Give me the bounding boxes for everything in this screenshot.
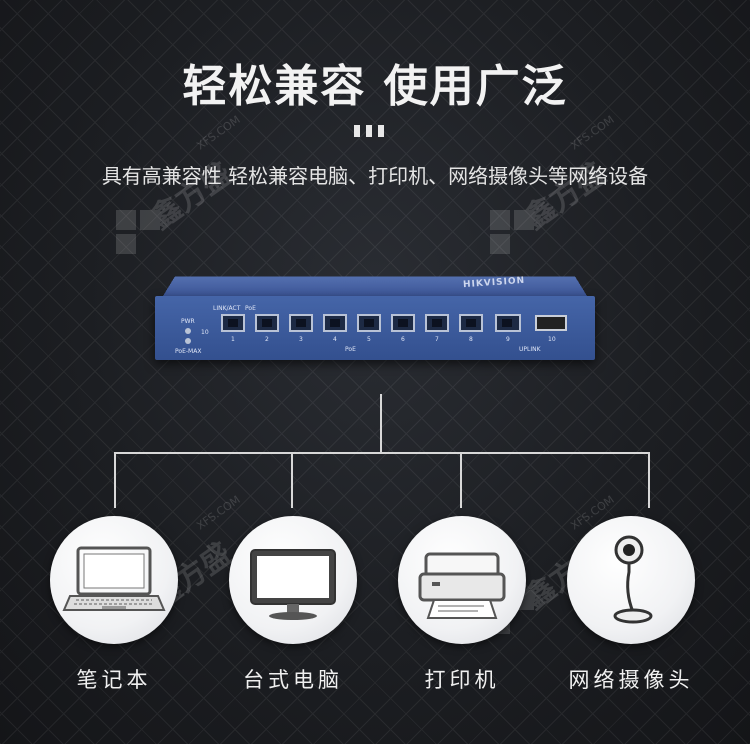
ethernet-port bbox=[221, 314, 245, 332]
port-number: 2 bbox=[265, 336, 269, 343]
device-webcam bbox=[567, 516, 695, 644]
connector-bus bbox=[114, 452, 650, 454]
ethernet-port bbox=[255, 314, 279, 332]
device-laptop bbox=[50, 516, 178, 644]
pwr-led bbox=[185, 328, 191, 334]
port-number: 4 bbox=[333, 336, 337, 343]
connector-trunk bbox=[380, 394, 382, 454]
poe-max-label: PoE-MAX bbox=[175, 348, 202, 355]
switch-front-panel: PWR PoE-MAX 10 LINK/ACT PoE 1 2 3 4 5 6 … bbox=[155, 296, 595, 360]
uplink-label: UPLINK bbox=[519, 346, 541, 353]
monitor-icon bbox=[250, 549, 336, 620]
page-title: 轻松兼容 使用广泛 bbox=[182, 61, 568, 112]
poe-footer-label: PoE bbox=[345, 346, 356, 353]
ethernet-port bbox=[459, 314, 483, 332]
network-switch: HIKVISION PWR PoE-MAX 10 LINK/ACT PoE 1 … bbox=[155, 272, 595, 364]
connector-drop bbox=[114, 452, 116, 508]
page-subtitle: 具有高兼容性 轻松兼容电脑、打印机、网络摄像头等网络设备 bbox=[101, 164, 649, 188]
ten-label: 10 bbox=[201, 329, 209, 336]
sfp-port bbox=[535, 315, 567, 331]
webcam-icon bbox=[613, 535, 653, 624]
laptop-icon bbox=[62, 546, 166, 611]
port-number: 1 bbox=[231, 336, 235, 343]
port-number: 7 bbox=[435, 336, 439, 343]
link-act-label: LINK/ACT bbox=[213, 305, 241, 312]
ethernet-port bbox=[289, 314, 313, 332]
pwr-label: PWR bbox=[181, 318, 195, 325]
port-number: 3 bbox=[299, 336, 303, 343]
port-number: 5 bbox=[367, 336, 371, 343]
device-label: 台式电脑 bbox=[243, 668, 343, 692]
title-divider bbox=[354, 125, 384, 137]
port-number: 6 bbox=[401, 336, 405, 343]
device-label: 打印机 bbox=[424, 668, 500, 692]
device-label: 笔记本 bbox=[76, 668, 152, 692]
connector-drop bbox=[291, 452, 293, 508]
device-desktop bbox=[229, 516, 357, 644]
ethernet-port bbox=[425, 314, 449, 332]
ethernet-port bbox=[357, 314, 381, 332]
port-number: 9 bbox=[506, 336, 510, 343]
connector-drop bbox=[648, 452, 650, 508]
printer-icon bbox=[418, 552, 506, 619]
poe-header-label: PoE bbox=[245, 305, 256, 312]
poe-max-led bbox=[185, 338, 191, 344]
connector-drop bbox=[460, 452, 462, 508]
ethernet-port bbox=[323, 314, 347, 332]
ethernet-port bbox=[391, 314, 415, 332]
device-label: 网络摄像头 bbox=[568, 668, 694, 692]
port-number: 10 bbox=[548, 336, 556, 343]
port-number: 8 bbox=[469, 336, 473, 343]
device-printer bbox=[398, 516, 526, 644]
uplink-port bbox=[495, 314, 521, 332]
